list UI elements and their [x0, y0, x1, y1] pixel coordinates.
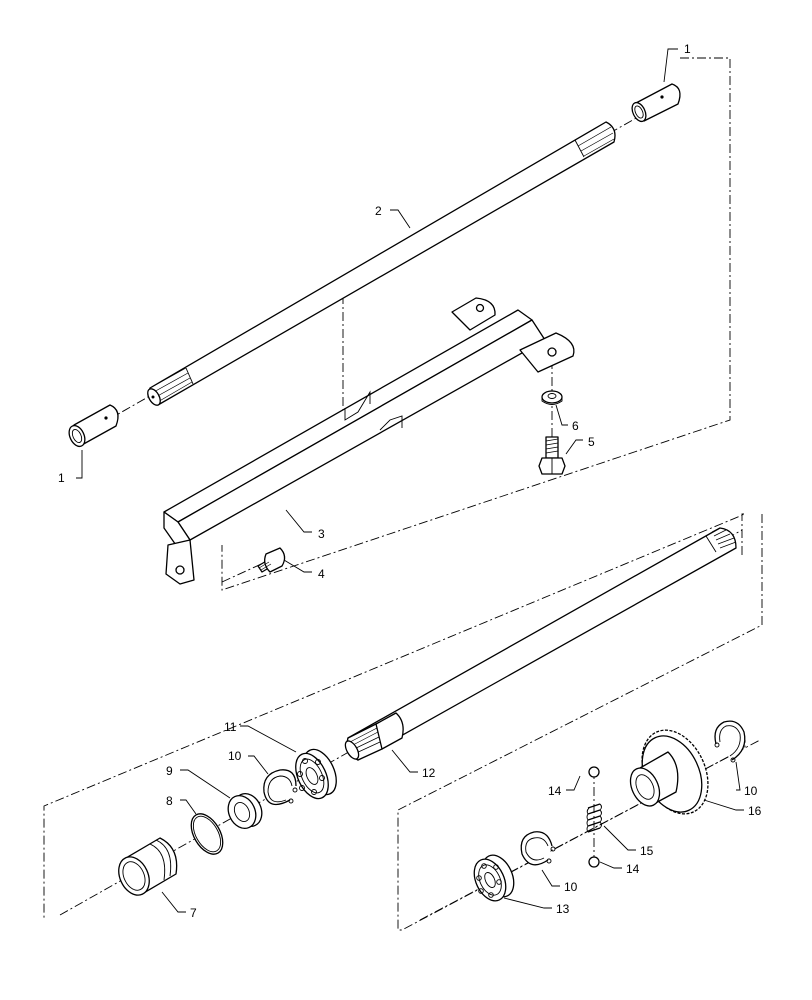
detent-balls	[588, 766, 600, 868]
snap-ring-upper	[263, 769, 298, 806]
callout-3: 3	[318, 527, 325, 541]
upper-shaft	[147, 121, 616, 406]
callout-10-upper: 10	[228, 749, 242, 763]
leader-lines	[76, 48, 744, 913]
bolt-small	[257, 547, 286, 573]
callout-15: 15	[640, 844, 654, 858]
callout-4: 4	[318, 567, 325, 581]
bolt	[538, 436, 566, 475]
callout-10-right: 10	[744, 784, 758, 798]
callout-1-top: 1	[684, 42, 691, 56]
gear	[629, 729, 709, 815]
spacer-ring	[227, 792, 263, 830]
callout-16: 16	[748, 804, 762, 818]
o-ring	[190, 813, 224, 855]
callout-2: 2	[375, 204, 382, 218]
callout-10-lower: 10	[564, 880, 578, 894]
callout-5: 5	[588, 435, 595, 449]
callout-6: 6	[572, 419, 579, 433]
callout-9: 9	[166, 764, 173, 778]
callout-13: 13	[556, 902, 570, 916]
callout-14-upper: 14	[548, 784, 562, 798]
washer	[541, 390, 563, 405]
callout-8: 8	[166, 794, 173, 808]
callout-12: 12	[422, 766, 436, 780]
sleeve-top	[631, 83, 681, 123]
sleeve-bottom	[68, 404, 119, 448]
channel-bracket	[163, 297, 575, 585]
callout-11: 11	[224, 720, 237, 734]
bearing-upper	[295, 748, 337, 800]
callout-labels: 1 1 2 3 4 5 6 7 8 9 10 11 12 14 14 15 10…	[58, 42, 762, 920]
callout-7: 7	[190, 906, 197, 920]
callout-1-bottom: 1	[58, 471, 65, 485]
bearing-lower	[473, 854, 515, 902]
snap-ring-lower	[520, 831, 556, 866]
spring	[586, 803, 602, 833]
lower-shaft	[344, 527, 737, 761]
snap-ring-right	[714, 720, 746, 763]
callout-14-lower: 14	[626, 862, 640, 876]
bushing	[118, 837, 178, 896]
